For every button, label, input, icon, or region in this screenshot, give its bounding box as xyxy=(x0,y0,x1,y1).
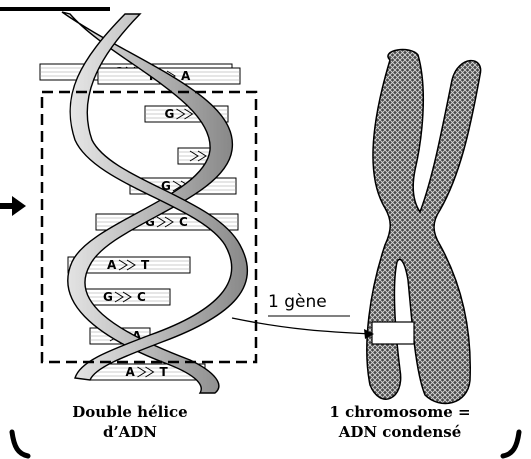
dna-caption: Double hélice d’ADN xyxy=(40,402,220,442)
gene-pointer-arrow xyxy=(232,318,372,334)
chromosome-caption-line-2: ADN condensé xyxy=(300,422,500,442)
chromosome xyxy=(367,50,481,404)
top-bracket xyxy=(0,7,110,11)
incoming-arrow xyxy=(0,196,26,216)
gene-band xyxy=(372,322,414,344)
base-left: A xyxy=(107,258,117,272)
base-right: T xyxy=(141,258,150,272)
base-left: G xyxy=(103,290,113,304)
base-left: G xyxy=(165,107,175,121)
chromosome-caption: 1 chromosome = ADN condensé xyxy=(300,402,500,442)
base-left: A xyxy=(126,365,136,379)
chromosome-caption-line-1: 1 chromosome = xyxy=(300,402,500,422)
dna-caption-line-1: Double hélice xyxy=(40,402,220,422)
base-right: C xyxy=(179,215,188,229)
base-right: A xyxy=(181,69,191,83)
base-right: C xyxy=(137,290,146,304)
dna-caption-line-2: d’ADN xyxy=(40,422,220,442)
gene-label: 1 gène xyxy=(268,292,327,312)
base-right: T xyxy=(160,365,169,379)
